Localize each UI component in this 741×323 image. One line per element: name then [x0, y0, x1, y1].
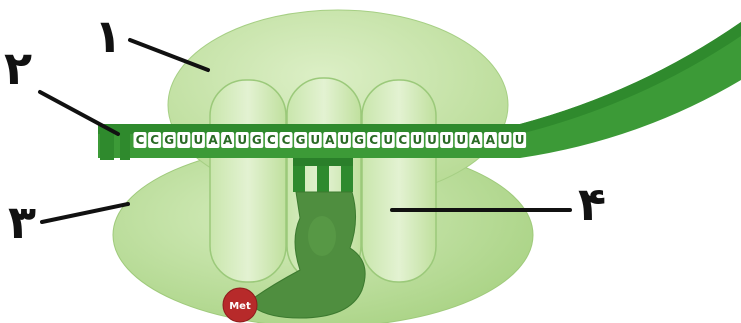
mrna-tooth [100, 134, 114, 160]
mrna-tooth [120, 134, 130, 160]
base-letter: G [252, 133, 262, 147]
base-letter: A [486, 133, 496, 147]
base-letter: G [296, 133, 306, 147]
met-label: Met [229, 301, 251, 312]
base-letter: U [413, 133, 423, 147]
base-letter: U [500, 133, 510, 147]
anticodon-tooth [293, 166, 305, 192]
trna-shadow [308, 216, 336, 256]
base-letter: A [208, 133, 218, 147]
base-letter: U [237, 133, 247, 147]
base-letter: C [369, 133, 378, 147]
base-letter: U [427, 133, 437, 147]
site-a [362, 80, 436, 282]
leader-line-2 [40, 92, 118, 134]
base-letter: C [267, 133, 276, 147]
base-letter: C [150, 133, 159, 147]
base-letter: G [164, 133, 174, 147]
base-letter: U [340, 133, 350, 147]
base-letter: U [194, 133, 204, 147]
base-letter: C [136, 133, 145, 147]
anticodon-tooth [341, 166, 353, 192]
anticodon-bar [293, 158, 353, 166]
base-letter: U [383, 133, 393, 147]
base-letter: C [282, 133, 291, 147]
leader-line-3 [42, 204, 128, 222]
label-three: ۳ [8, 195, 36, 249]
label-two: ۲ [4, 41, 32, 95]
base-letter: A [325, 133, 335, 147]
base-letter: U [310, 133, 320, 147]
base-letter: U [179, 133, 189, 147]
base-letter: U [442, 133, 452, 147]
anticodon-tooth [317, 166, 329, 192]
base-letter: G [354, 133, 364, 147]
base-letter: C [398, 133, 407, 147]
base-letter: U [515, 133, 525, 147]
base-letter: U [456, 133, 466, 147]
label-four: ۴ [578, 177, 606, 231]
site-e [210, 80, 286, 282]
base-letter: A [223, 133, 233, 147]
base-letter: A [471, 133, 481, 147]
label-one: ۱ [94, 9, 122, 63]
